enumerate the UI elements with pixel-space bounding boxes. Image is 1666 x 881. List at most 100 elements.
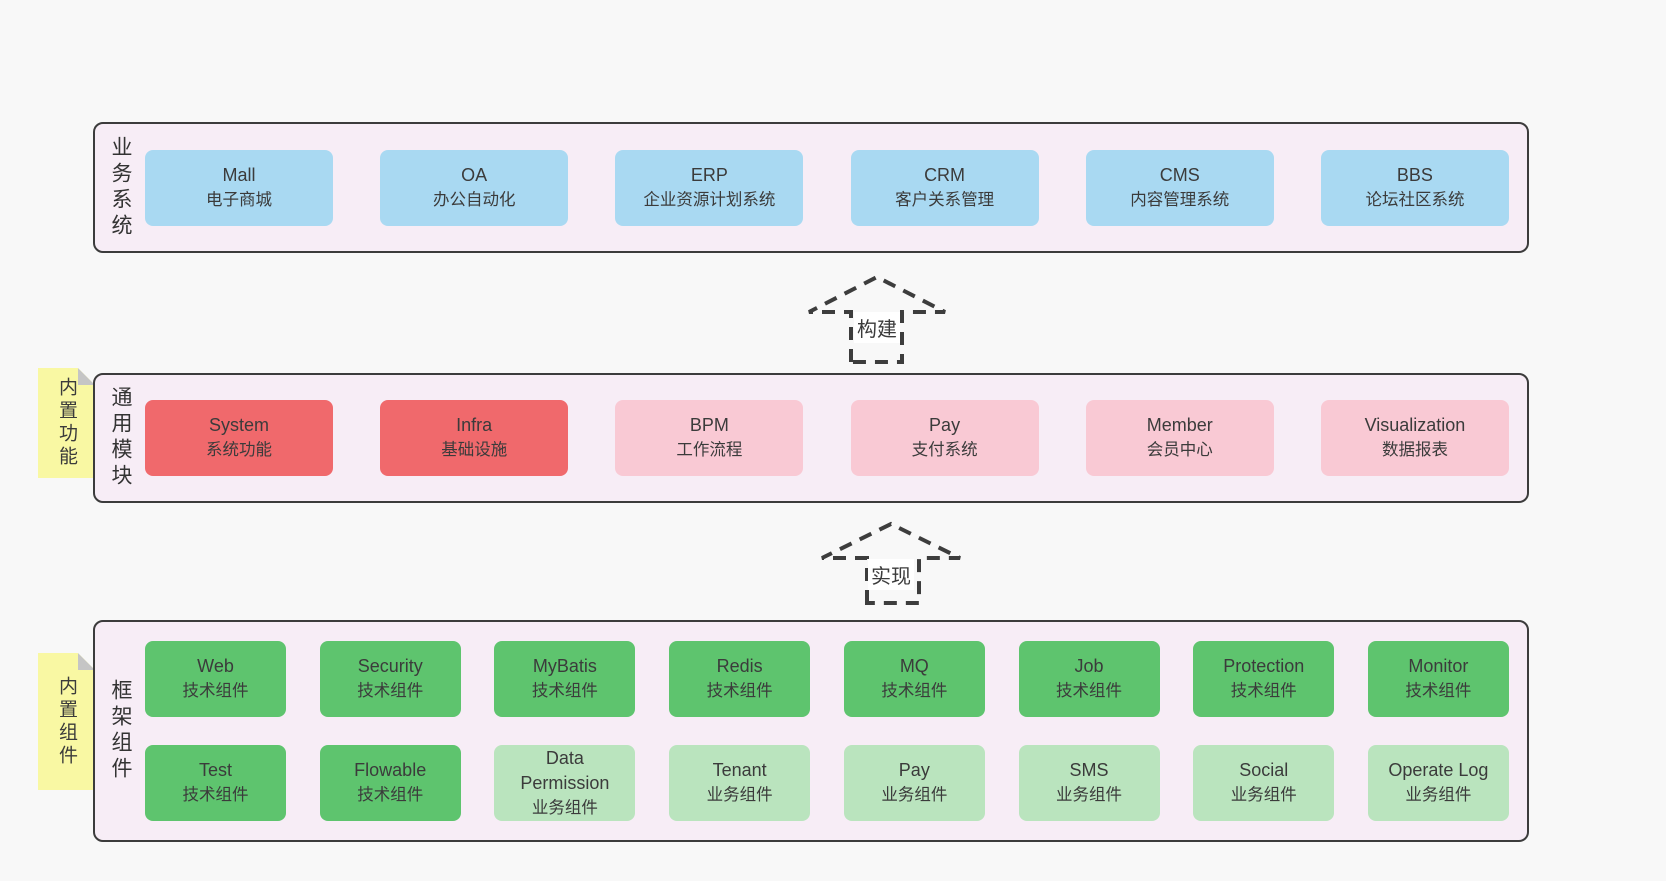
diagram-box-erp: ERP 企业资源计划系统 (615, 149, 804, 226)
box-subtitle: 会员中心 (1146, 441, 1213, 459)
box-subtitle: 技术组件 (1405, 682, 1472, 700)
box-subtitle: 技术组件 (881, 682, 948, 700)
diagram-box-test: Test 技术组件 (145, 745, 286, 821)
box-subtitle: 技术组件 (182, 682, 249, 700)
box-title: Monitor (1408, 656, 1469, 676)
biz-components-row: Test 技术组件 Flowable 技术组件 Data Permission 业务组件 T… (145, 745, 1509, 821)
box-title: Visualization (1364, 415, 1466, 435)
box-subtitle: 数据报表 (1381, 441, 1448, 459)
built-in-functions-note: 内置功能 (38, 368, 95, 478)
implement-arrow: 实现 (819, 521, 963, 605)
diagram-box-web: Web 技术组件 (145, 641, 286, 717)
box-title: Pay (929, 415, 961, 435)
business-systems-label: 业务系统 (109, 135, 132, 240)
diagram-box-mybatis: MyBatis 技术组件 (494, 641, 636, 717)
box-title: MQ (899, 656, 929, 676)
diagram-box-bbs: BBS 论坛社区系统 (1320, 149, 1509, 226)
diagram-box-crm: CRM 客户关系管理 (850, 149, 1039, 226)
box-subtitle: 业务组件 (1230, 786, 1297, 804)
box-subtitle: 系统功能 (206, 441, 272, 459)
box-title: MyBatis (532, 656, 597, 676)
box-title: Member (1146, 415, 1213, 435)
framework-components-label: 框架组件 (109, 679, 132, 783)
box-subtitle: 基础设施 (441, 441, 508, 459)
diagram-box-security: Security 技术组件 (319, 641, 461, 717)
box-title: SMS (1069, 760, 1109, 780)
common-modules-label: 通用模块 (109, 386, 132, 490)
box-subtitle: 技术组件 (706, 682, 773, 700)
diagram-box-infra: Infra 基础设施 (380, 400, 569, 476)
box-subtitle: 技术组件 (357, 682, 424, 700)
box-title: Pay (898, 760, 930, 780)
box-title: Data Permission (520, 747, 610, 793)
box-subtitle: 业务组件 (1056, 786, 1123, 804)
dashed-up-arrow-icon (808, 274, 946, 364)
box-title: Security (357, 656, 423, 676)
box-subtitle: 业务组件 (706, 786, 773, 804)
box-title: Protection (1223, 656, 1305, 676)
diagram-box-bpm: BPM 工作流程 (615, 400, 804, 476)
diagram-box-protection: Protection 技术组件 (1193, 641, 1335, 717)
dashed-up-arrow-icon (821, 521, 961, 605)
diagram-box-cms: CMS 内容管理系统 (1085, 149, 1274, 226)
box-title: OA (461, 164, 488, 185)
box-title: Redis (716, 656, 763, 676)
box-title: Social (1239, 760, 1289, 780)
box-subtitle: 技术组件 (1230, 682, 1297, 700)
box-title: Operate Log (1388, 760, 1489, 780)
build-arrow-label: 构建 (854, 312, 900, 343)
box-title: CRM (924, 164, 966, 185)
box-subtitle: 技术组件 (1056, 682, 1123, 700)
common-modules-container: 通用模块 System 系统功能 Infra 基础设施 BPM 工作流程 Pay 支付系统 Me… (93, 373, 1529, 503)
box-title: Flowable (354, 760, 427, 780)
diagram-box-flowable: Flowable 技术组件 (319, 745, 461, 821)
diagram-box-sms: SMS 业务组件 (1018, 745, 1160, 821)
box-title: System (208, 415, 269, 435)
diagram-box-monitor: Monitor 技术组件 (1367, 641, 1509, 717)
diagram-box-mq: MQ 技术组件 (843, 641, 985, 717)
box-subtitle: 内容管理系统 (1130, 190, 1230, 209)
box-subtitle: 支付系统 (911, 441, 978, 459)
box-title: Infra (456, 415, 493, 435)
box-title: Web (197, 656, 234, 676)
diagram-box-redis: Redis 技术组件 (669, 641, 811, 717)
box-subtitle: 业务组件 (531, 798, 598, 817)
box-title: Job (1074, 656, 1104, 676)
box-subtitle: 业务组件 (881, 786, 948, 804)
box-title: CMS (1159, 164, 1200, 185)
box-title: ERP (690, 164, 728, 185)
implement-arrow-label: 实现 (868, 559, 914, 590)
box-subtitle: 工作流程 (676, 441, 743, 459)
diagram-box-pay: Pay 支付系统 (850, 400, 1039, 476)
box-subtitle: 电子商城 (206, 190, 272, 209)
box-subtitle: 技术组件 (531, 682, 598, 700)
diagram-box-data-permission: Data Permission 业务组件 (494, 745, 636, 821)
box-title: Tenant (712, 760, 767, 780)
box-title: Test (198, 760, 232, 780)
box-subtitle: 技术组件 (357, 786, 424, 804)
diagram-box-pay: Pay 业务组件 (843, 745, 985, 821)
diagram-box-job: Job 技术组件 (1018, 641, 1160, 717)
box-title: BPM (689, 415, 729, 435)
box-subtitle: 论坛社区系统 (1365, 190, 1465, 209)
box-subtitle: 业务组件 (1405, 786, 1472, 804)
build-arrow: 构建 (806, 274, 948, 364)
box-title: BBS (1396, 164, 1433, 185)
diagram-box-social: Social 业务组件 (1193, 745, 1335, 821)
built-in-components-note: 内置组件 (38, 653, 95, 790)
box-subtitle: 企业资源计划系统 (643, 190, 776, 209)
box-subtitle: 客户关系管理 (895, 190, 995, 209)
common-modules-boxes: System 系统功能 Infra 基础设施 BPM 工作流程 Pay 支付系统 Member 会… (145, 375, 1527, 501)
diagram-box-system: System 系统功能 (145, 400, 333, 476)
diagram-box-member: Member 会员中心 (1085, 400, 1274, 476)
diagram-box-operate-log: Operate Log 业务组件 (1367, 745, 1509, 821)
diagram-box-visualization: Visualization 数据报表 (1320, 400, 1509, 476)
box-subtitle: 技术组件 (182, 786, 249, 804)
